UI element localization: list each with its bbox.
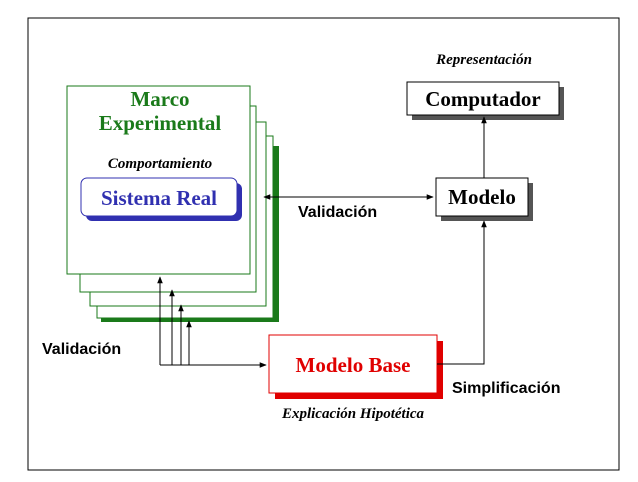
validacion-top-label: Validación (298, 204, 377, 221)
marco-title-line1: Marco (130, 87, 189, 111)
modelo-label: Modelo (448, 185, 516, 209)
marco-title-line2: Experimental (99, 111, 222, 135)
modelo-box (435, 177, 529, 217)
explicacion-label: Explicación Hipotética (281, 406, 425, 422)
validacion-lines (157, 276, 267, 368)
sistema-real-box (80, 177, 238, 217)
modelo-base-box (268, 334, 438, 394)
computador-label: Computador (425, 87, 541, 111)
representacion-label: Representación (435, 52, 532, 68)
sistema-real-label: Sistema Real (101, 186, 217, 210)
validacion-left-label: Validación (42, 341, 121, 358)
outer-frame (27, 17, 620, 471)
simplificacion-label: Simplificación (452, 380, 560, 397)
modelo-base-label: Modelo Base (296, 353, 411, 377)
comportamiento-label: Comportamiento (108, 156, 212, 172)
computador-box (406, 81, 560, 116)
simplificacion-arrow (437, 220, 487, 365)
